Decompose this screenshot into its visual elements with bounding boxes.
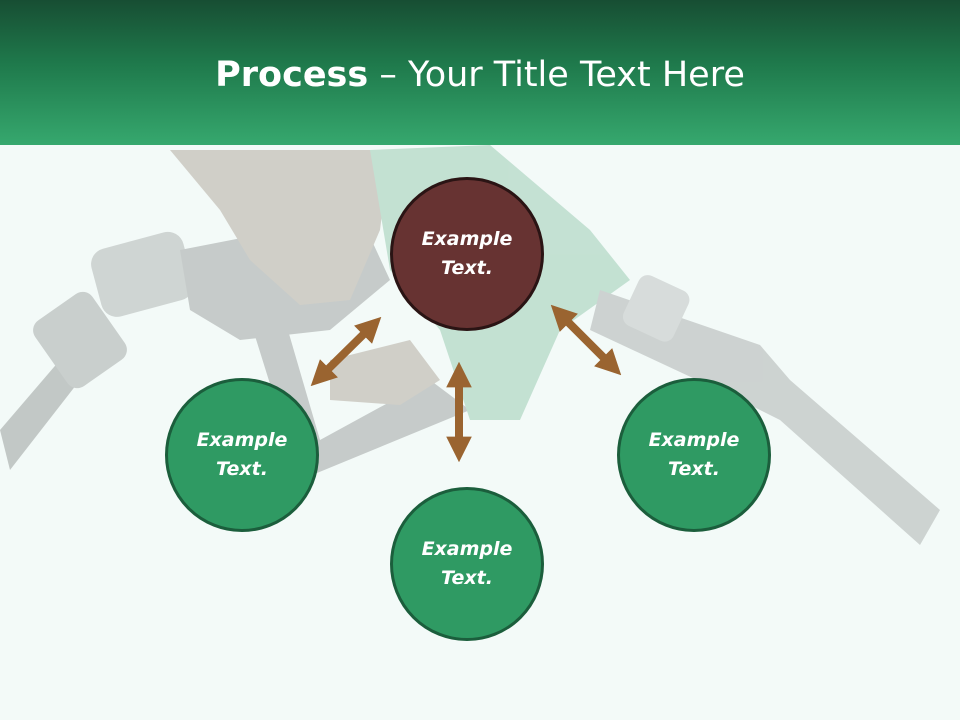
node-bottom-line2: Text.	[441, 567, 493, 589]
process-node-left[interactable]: Example Text.	[165, 378, 319, 532]
node-left-line1: Example	[196, 429, 288, 451]
node-top-line1: Example	[421, 228, 513, 250]
title-bold: Process	[215, 55, 369, 95]
process-node-right[interactable]: Example Text.	[617, 378, 771, 532]
node-bottom-line1: Example	[421, 538, 513, 560]
process-node-bottom[interactable]: Example Text.	[390, 487, 544, 641]
node-left-line2: Text.	[216, 458, 268, 480]
slide-title[interactable]: Process – Your Title Text Here	[0, 50, 960, 100]
node-top-line2: Text.	[441, 257, 493, 279]
node-right-line1: Example	[648, 429, 740, 451]
title-rest: – Your Title Text Here	[368, 55, 745, 95]
title-banner: Process – Your Title Text Here	[0, 0, 960, 145]
process-node-top[interactable]: Example Text.	[390, 177, 544, 331]
node-right-line2: Text.	[668, 458, 720, 480]
